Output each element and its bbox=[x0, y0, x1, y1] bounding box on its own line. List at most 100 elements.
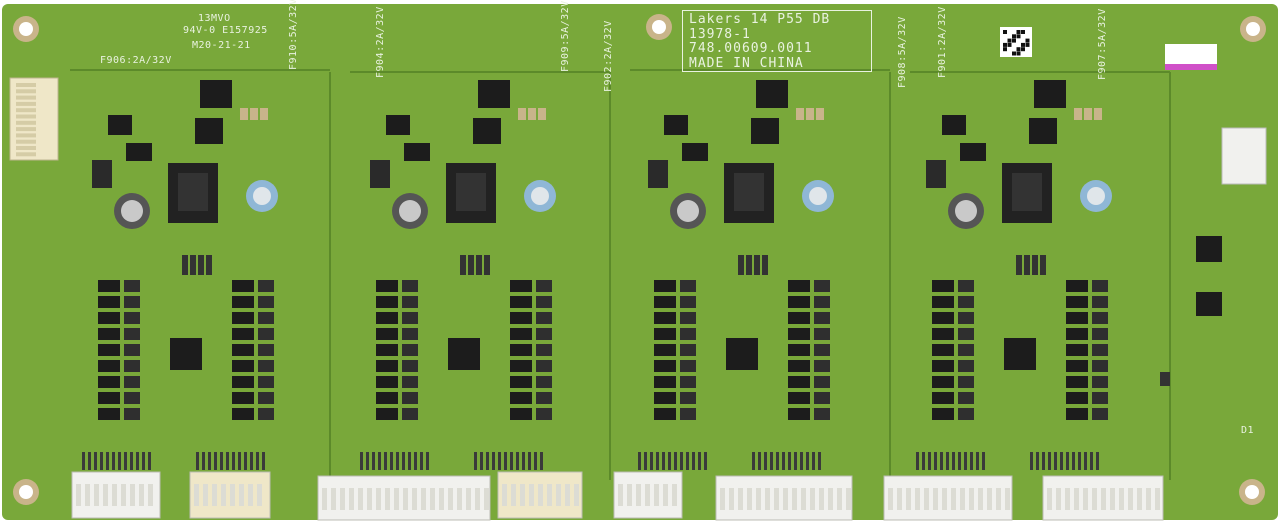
section-2-header-a-pin-6 bbox=[396, 452, 399, 470]
product-label-line-2: 13978-1 bbox=[689, 26, 751, 42]
section-2-fet-right-b-8 bbox=[536, 408, 552, 420]
side-connector-left-pin-5 bbox=[16, 114, 36, 119]
section-2-fet-left-b-8 bbox=[402, 408, 418, 420]
section-4-cluster-1 bbox=[1024, 255, 1030, 275]
section-2-fet-right-b-1 bbox=[536, 296, 552, 308]
mounting-hole-0 bbox=[19, 22, 33, 36]
bottom-connector-1-slot-7 bbox=[257, 484, 262, 506]
section-2-header-b-pin-0 bbox=[474, 452, 477, 470]
bottom-connector-5-slot-11 bbox=[819, 488, 824, 510]
section-4-header-a-pin-6 bbox=[952, 452, 955, 470]
section-1-header-b-pin-6 bbox=[232, 452, 235, 470]
section-1-cluster-0 bbox=[182, 255, 188, 275]
section-3-header-b-pin-8 bbox=[800, 452, 803, 470]
section-1-fet-right-a-8 bbox=[232, 408, 254, 420]
section-1-header-a-pin-5 bbox=[112, 452, 115, 470]
section-4-pad-1 bbox=[1084, 108, 1092, 120]
section-4-cluster-0 bbox=[1016, 255, 1022, 275]
fuse-label-f902: F902:2A/32V bbox=[603, 20, 614, 92]
section-2-capacitor-black-top bbox=[399, 200, 421, 222]
section-1-fet-left-a-6 bbox=[98, 376, 120, 388]
section-3-fet-left-a-4 bbox=[654, 344, 676, 356]
section-1-header-a-pin-1 bbox=[88, 452, 91, 470]
section-3-header-a-pin-0 bbox=[638, 452, 641, 470]
fuse-label-f906: F906:2A/32V bbox=[100, 55, 172, 66]
bottom-connector-3-slot-8 bbox=[574, 484, 579, 506]
section-4-smd-inductor bbox=[926, 160, 946, 188]
bottom-connector-5-slot-1 bbox=[729, 488, 734, 510]
section-1-capacitor-black-top bbox=[121, 200, 143, 222]
section-2-header-b-pin-8 bbox=[522, 452, 525, 470]
side-connector-left-pin-11 bbox=[16, 152, 36, 157]
section-2-fet-right-a-7 bbox=[510, 392, 532, 404]
section-1-smd-inductor bbox=[92, 160, 112, 188]
section-2-fet-left-b-7 bbox=[402, 392, 418, 404]
section-1-header-a-pin-9 bbox=[136, 452, 139, 470]
bottom-connector-2-slot-13 bbox=[439, 488, 444, 510]
bottom-connector-5-slot-9 bbox=[801, 488, 806, 510]
bottom-connector-2-slot-12 bbox=[430, 488, 435, 510]
section-3-header-b-pin-2 bbox=[764, 452, 767, 470]
bottom-connector-7-slot-9 bbox=[1128, 488, 1133, 510]
section-3-fet-left-a-2 bbox=[654, 312, 676, 324]
section-3-fet-left-b-0 bbox=[680, 280, 696, 292]
section-2-header-a-pin-5 bbox=[390, 452, 393, 470]
section-2-fet-left-a-3 bbox=[376, 328, 398, 340]
section-2-header-a-pin-9 bbox=[414, 452, 417, 470]
section-2-fet-left-a-1 bbox=[376, 296, 398, 308]
section-1-power-inductor-core bbox=[178, 173, 208, 211]
section-4-fet-right-b-0 bbox=[1092, 280, 1108, 292]
section-4-fet-left-b-6 bbox=[958, 376, 974, 388]
section-1-pad-1 bbox=[250, 108, 258, 120]
section-3-header-a-pin-1 bbox=[644, 452, 647, 470]
side-connector-left-pin-2 bbox=[16, 95, 36, 100]
section-2-fet-left-a-5 bbox=[376, 360, 398, 372]
section-4-header-b-pin-0 bbox=[1030, 452, 1033, 470]
section-3-fet-left-a-3 bbox=[654, 328, 676, 340]
bottom-connector-7-slot-5 bbox=[1092, 488, 1097, 510]
section-1-fet-left-a-5 bbox=[98, 360, 120, 372]
bottom-connector-1-slot-2 bbox=[212, 484, 217, 506]
section-2-fet-right-a-2 bbox=[510, 312, 532, 324]
ul-mark: 94V-0 E157925 bbox=[183, 25, 268, 36]
section-4-fet-right-a-3 bbox=[1066, 328, 1088, 340]
bottom-connector-0-slot-4 bbox=[112, 484, 117, 506]
bottom-connector-6-slot-4 bbox=[924, 488, 929, 510]
section-3-cluster-2 bbox=[754, 255, 760, 275]
section-2-fet-left-b-0 bbox=[402, 280, 418, 292]
bottom-connector-2-slot-16 bbox=[466, 488, 471, 510]
cert-mark: 13MVO bbox=[198, 13, 231, 24]
section-3-cluster-3 bbox=[762, 255, 768, 275]
section-1-fet-right-a-2 bbox=[232, 312, 254, 324]
qr-cell-3-4 bbox=[1021, 42, 1025, 47]
bottom-connector-0-slot-1 bbox=[85, 484, 90, 506]
section-3-driver-chip bbox=[682, 143, 708, 161]
section-1-header-b-pin-0 bbox=[196, 452, 199, 470]
section-4-pad-0 bbox=[1074, 108, 1082, 120]
section-3-fet-left-b-3 bbox=[680, 328, 696, 340]
section-4-header-b-pin-11 bbox=[1096, 452, 1099, 470]
section-2-capacitor-blue-top bbox=[531, 187, 549, 205]
section-4-regulator bbox=[942, 115, 966, 135]
product-label-line-3: 748.00609.0011 bbox=[689, 41, 813, 56]
bottom-connector-1-slot-5 bbox=[239, 484, 244, 506]
bottom-connector-3-slot-6 bbox=[556, 484, 561, 506]
section-2-fet-left-a-2 bbox=[376, 312, 398, 324]
section-4-power-inductor-core bbox=[1012, 173, 1042, 211]
section-4-mosfet-bottom bbox=[1029, 118, 1057, 144]
qr-cell-0-3 bbox=[1016, 30, 1021, 34]
section-4-header-a-pin-5 bbox=[946, 452, 949, 470]
section-3-header-a-pin-11 bbox=[704, 452, 707, 470]
fuse-label-f910: F910:5A/32V bbox=[288, 0, 299, 70]
qr-cell-1-2 bbox=[1012, 34, 1016, 39]
qr-cell-5-3 bbox=[1016, 51, 1021, 56]
bottom-connector-6 bbox=[883, 475, 1013, 521]
section-3-fet-right-a-5 bbox=[788, 360, 810, 372]
bottom-connector-7-slot-6 bbox=[1101, 488, 1106, 510]
section-1-fet-right-a-5 bbox=[232, 360, 254, 372]
section-3-header-b-pin-4 bbox=[776, 452, 779, 470]
section-4-header-b-pin-9 bbox=[1084, 452, 1087, 470]
section-4-pad-2 bbox=[1094, 108, 1102, 120]
section-4-fet-left-b-3 bbox=[958, 328, 974, 340]
